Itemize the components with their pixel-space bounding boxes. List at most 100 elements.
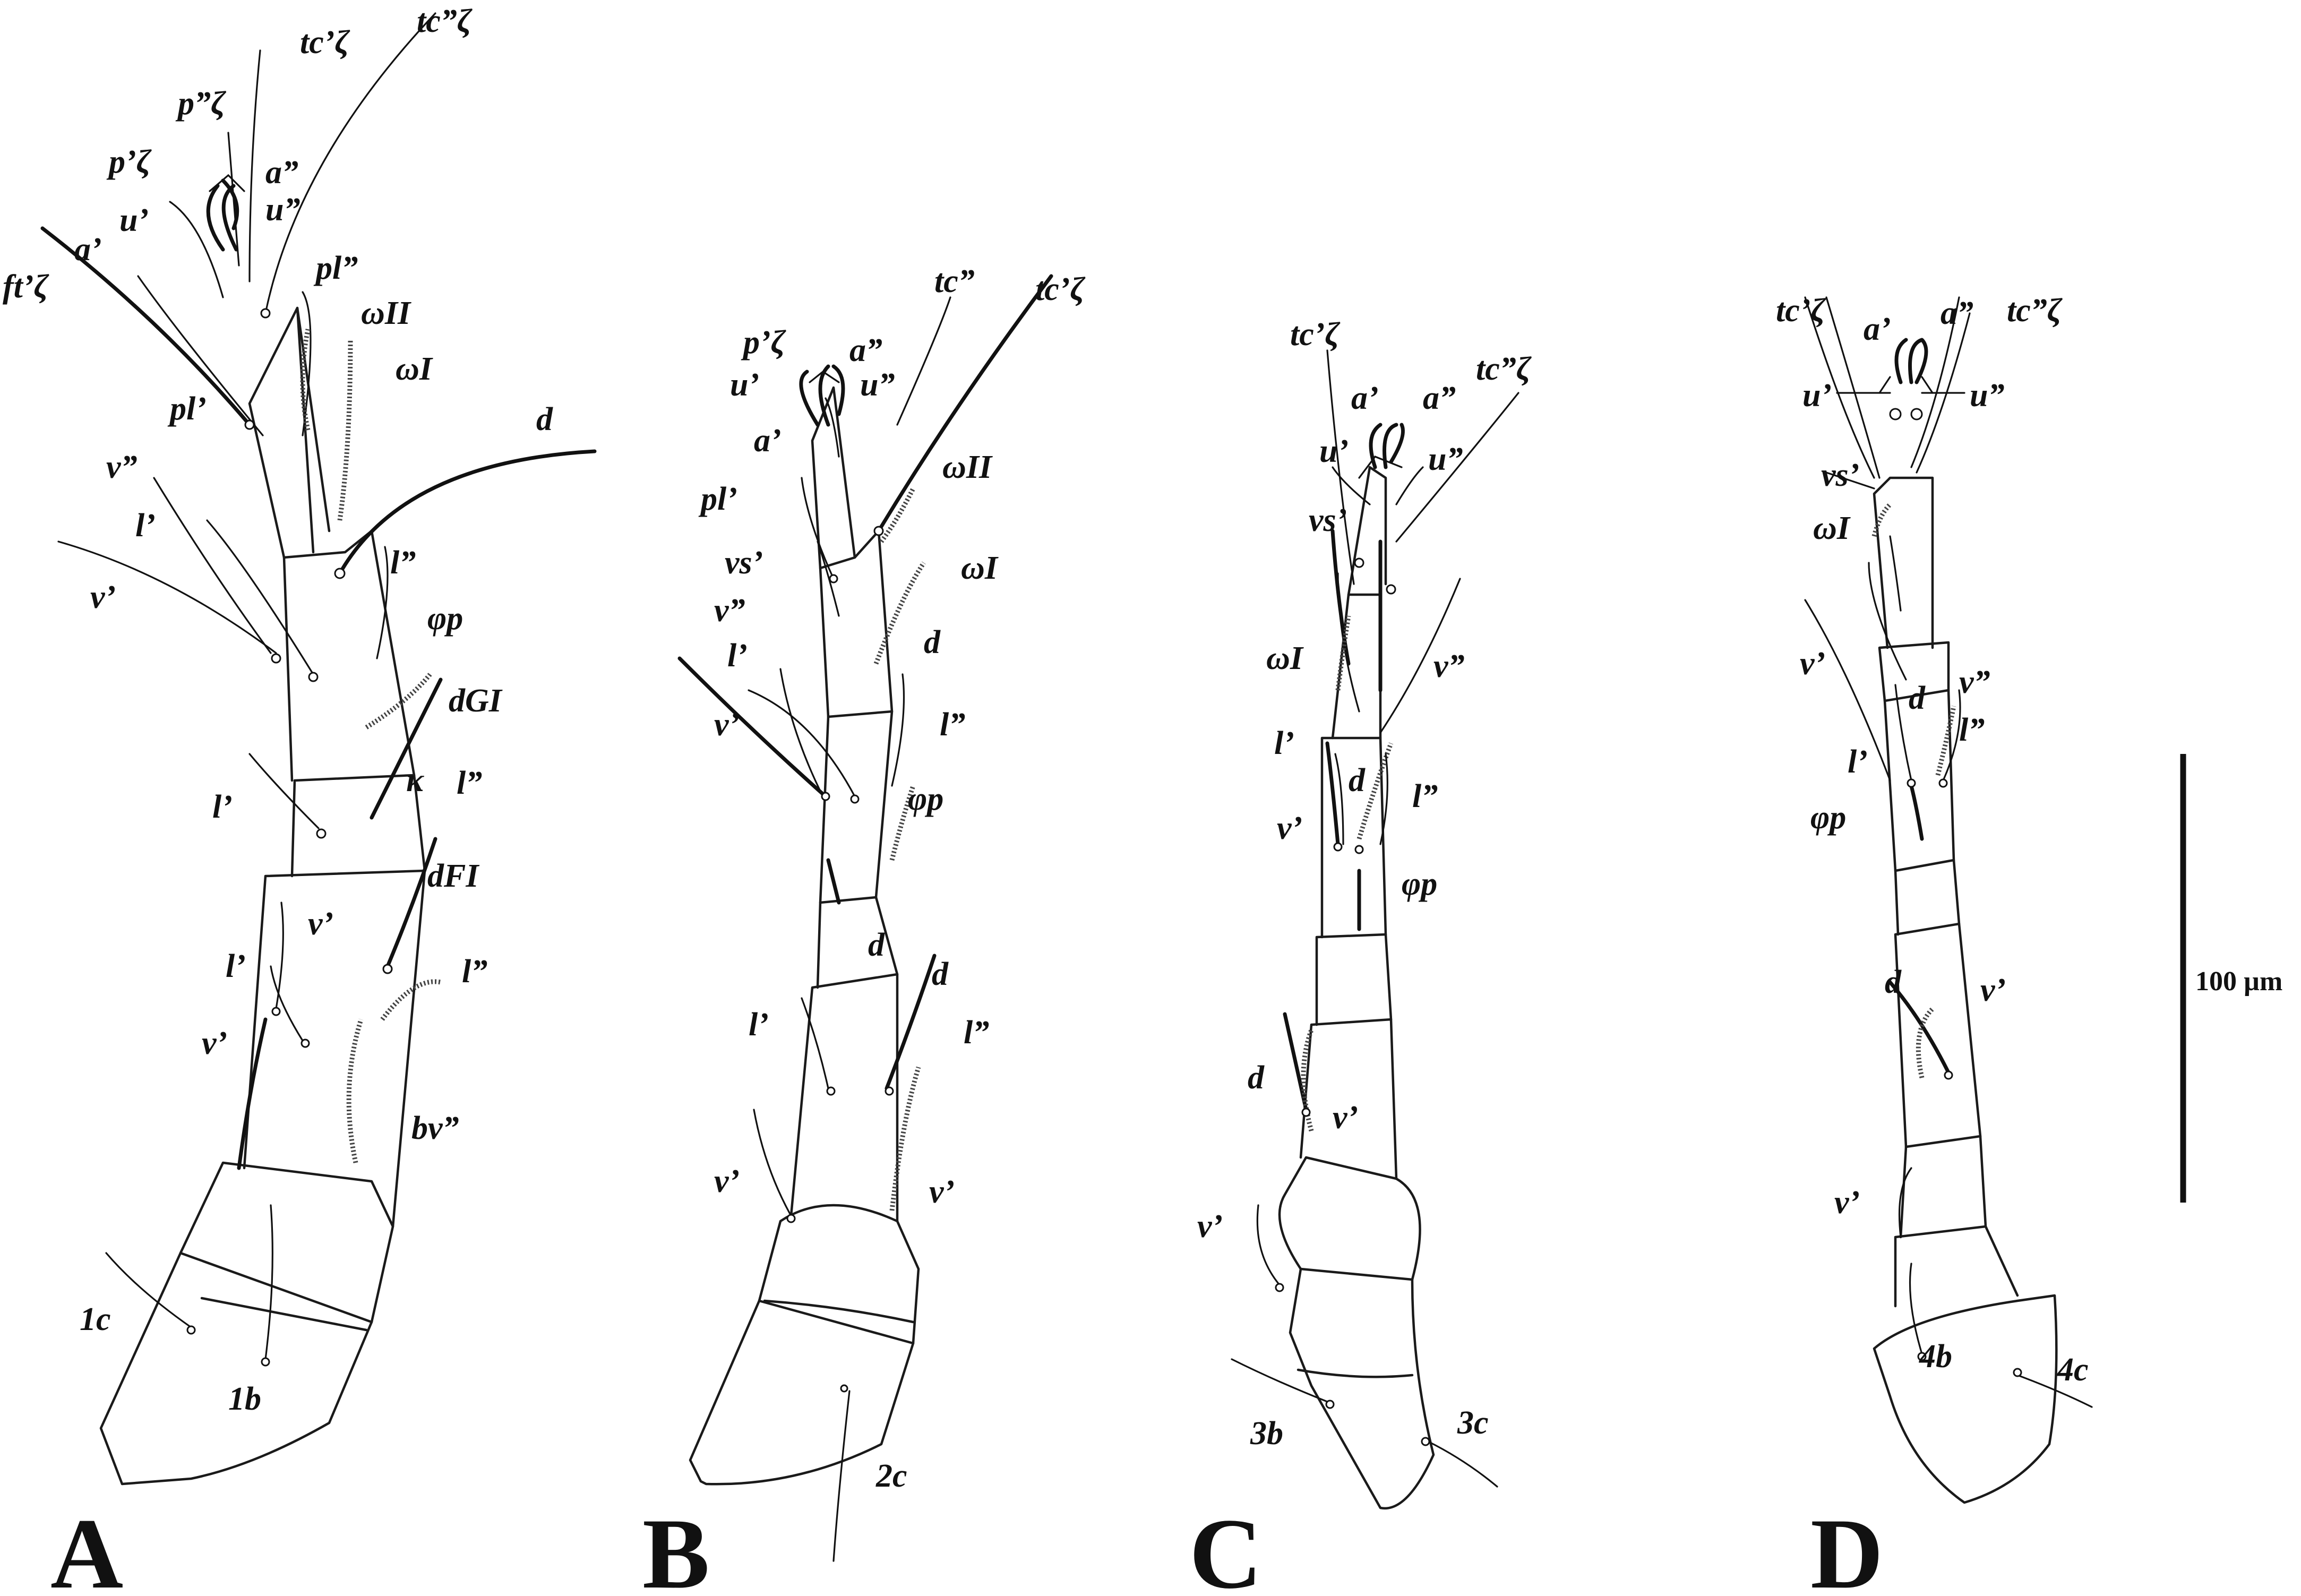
seta-label-v-prime-b-trochanter: v’ (714, 1163, 740, 1199)
scale-bar: 100 µm (2180, 754, 2282, 1203)
seta-label-d-c-femur: d (1248, 1060, 1265, 1096)
seta-label-u-dbl-a: u” (265, 192, 300, 228)
solenidion-label-omega-i-a: ωI (396, 351, 433, 387)
solenidion-label-omega-ii-a: ωII (361, 295, 411, 331)
panel-letter-d: D (1810, 1498, 1883, 1596)
seta-label-v-prime-b-femur: v’ (929, 1174, 955, 1210)
seta-label-tc-prime-zeta-a: tc’ζ (300, 24, 350, 61)
seta-label-l-dbl-d: l” (1959, 712, 1985, 748)
panel-letter-c: C (1189, 1498, 1262, 1596)
scale-bar-label: 100 µm (2195, 966, 2282, 997)
seta-label-u-dbl-b: u” (860, 367, 895, 403)
seta-label-4b: 4b (1919, 1338, 1952, 1375)
seta-label-l-dbl-a-genu: l” (457, 765, 482, 801)
seta-label-u-prime-c: u’ (1319, 433, 1349, 469)
seta-label-2c: 2c (875, 1458, 907, 1494)
seta-label-a-prime-b: a’ (754, 423, 782, 459)
seta-label-l-prime-b-tarsus: l’ (727, 638, 748, 674)
seta-label-v-dbl-a: v” (106, 449, 138, 485)
seta-label-vs-prime-b: vs’ (725, 545, 763, 581)
seta-label-a-dbl-d: a” (1941, 295, 1973, 331)
seta-label-d-b-femur: d (932, 956, 949, 992)
seta-label-d-c-tarsus: d (1349, 762, 1366, 799)
seta-label-tc-prime-zeta-c: tc’ζ (1290, 316, 1341, 353)
leg-a-drawing (40, 12, 597, 1486)
leg-b-labels: tc” tc’ζ p’ζ a” u’ u” a’ ωII pl’ ωI vs’ … (642, 263, 1086, 1596)
seta-label-u-dbl-d: u” (1970, 377, 2004, 414)
seta-label-u-prime-d: u’ (1802, 377, 1832, 414)
seta-label-l-dbl-c: l” (1412, 778, 1438, 814)
seta-label-a-dbl-c: a” (1423, 380, 1456, 416)
seta-label-v-dbl-b: v” (714, 593, 745, 629)
seta-label-3b: 3b (1250, 1415, 1283, 1452)
seta-label-a-prime-d: a’ (1864, 311, 1891, 347)
seta-label-p-dbl-zeta-a: p”ζ (175, 85, 227, 122)
seta-label-tc-dbl-zeta-c: tc”ζ (1476, 351, 1532, 387)
panel-letter-b: B (642, 1498, 710, 1596)
seta-label-tc-prime-zeta-b: tc’ζ (1035, 271, 1086, 307)
solenidion-label-omega-i-b: ωI (961, 550, 999, 586)
seta-label-pl-prime-a: pl’ (167, 391, 207, 427)
seta-label-l-prime-c: l’ (1274, 725, 1294, 761)
seta-label-l-dbl-b-tarsus: l” (940, 707, 965, 743)
leg-b-drawing (677, 274, 1053, 1562)
leg-d-drawing (1804, 296, 2093, 1504)
seta-label-l-prime-d: l’ (1848, 744, 1868, 780)
seta-label-d-d-tarsus: d (1909, 680, 1926, 716)
seta-label-l-dbl-a-femur: l” (462, 954, 487, 990)
seta-label-v-dbl-c: v” (1433, 648, 1465, 684)
solenidion-label-phi-p-a: φp (427, 600, 463, 637)
leg-a-labels: tc”ζ tc’ζ p”ζ p’ζ a” u” u’ a’ ft’ζ pl” ω… (3, 3, 553, 1596)
seta-label-tc-dbl-zeta-d: tc”ζ (2007, 293, 2063, 329)
seta-label-v-prime-c-femur: v’ (1333, 1100, 1358, 1136)
seta-label-v-prime-a-trochanter: v’ (202, 1025, 227, 1061)
seta-label-pl-prime-b: pl’ (698, 481, 737, 517)
seta-label-l-prime-a-tarsus: l’ (135, 508, 156, 544)
seta-label-vs-prime-d: vs’ (1821, 457, 1859, 493)
leg-d-labels: tc’ζ a’ a” tc”ζ u’ u” vs’ ωI v” v’ d l” … (1776, 293, 2089, 1596)
seta-label-v-prime-d-femur: v’ (1980, 972, 2006, 1008)
solenidion-label-kappa-a: κ (406, 762, 424, 799)
seta-label-ft-prime-zeta-a: ft’ζ (3, 269, 50, 305)
panel-letter-a: A (50, 1498, 123, 1596)
seta-label-1b: 1b (228, 1381, 261, 1417)
seta-label-l-prime-a-femur: l’ (226, 948, 246, 984)
seta-label-3c: 3c (1457, 1405, 1489, 1441)
seta-label-p-prime-zeta-b: p’ζ (741, 324, 787, 361)
seta-label-v-prime-c-trochanter: v’ (1197, 1208, 1223, 1245)
seta-label-l-dbl-b-femur: l” (964, 1015, 989, 1051)
seta-label-dgi-a: dGI (449, 683, 503, 719)
seta-label-d-d-femur: d (1885, 964, 1902, 1000)
seta-label-d-a-tarsus: d (536, 401, 553, 437)
seta-label-a-prime-c: a’ (1351, 380, 1379, 416)
seta-label-tc-dbl-zeta-a: tc”ζ (417, 3, 473, 39)
seta-label-d-b-tarsus: d (924, 624, 941, 660)
seta-label-bv-dbl-a: bv” (411, 1110, 459, 1146)
seta-label-v-prime-a-femur: v’ (308, 906, 333, 942)
seta-label-u-dbl-c: u” (1428, 441, 1463, 477)
solenidion-label-omega-i-c: ωI (1266, 640, 1304, 676)
seta-label-vs-prime-c: vs’ (1309, 502, 1347, 538)
seta-label-pl-dbl-a: pl” (313, 250, 358, 286)
seta-label-tc-prime-zeta-d: tc’ζ (1776, 293, 1826, 329)
seta-label-l-prime-a-genu: l’ (212, 789, 233, 825)
seta-label-1c: 1c (80, 1301, 111, 1337)
seta-label-d-b-genu: d (868, 927, 885, 963)
seta-label-a-prime-a: a’ (74, 231, 102, 268)
seta-label-l-prime-b-femur: l’ (749, 1007, 769, 1043)
seta-label-u-prime-a: u’ (119, 202, 149, 238)
leg-c-drawing (1231, 349, 1519, 1510)
seta-label-v-prime-d-trochanter: v’ (1834, 1185, 1860, 1221)
seta-label-a-dbl-b: a” (849, 332, 882, 368)
seta-label-v-prime-d-tarsus: v’ (1800, 646, 1825, 682)
seta-label-p-prime-zeta-a: p’ζ (106, 144, 152, 180)
solenidion-label-omega-i-d: ωI (1813, 510, 1851, 546)
solenidion-label-phi-p-c: φp (1402, 866, 1437, 902)
seta-label-4c: 4c (2057, 1352, 2089, 1388)
seta-label-tc-dbl-b: tc” (934, 263, 975, 299)
solenidion-label-omega-ii-b: ωII (942, 449, 993, 485)
seta-label-dfi-a: dFI (427, 858, 479, 894)
seta-label-l-dbl-a-tarsus: l” (390, 545, 416, 581)
seta-label-v-prime-b-tarsus: v’ (714, 707, 740, 743)
